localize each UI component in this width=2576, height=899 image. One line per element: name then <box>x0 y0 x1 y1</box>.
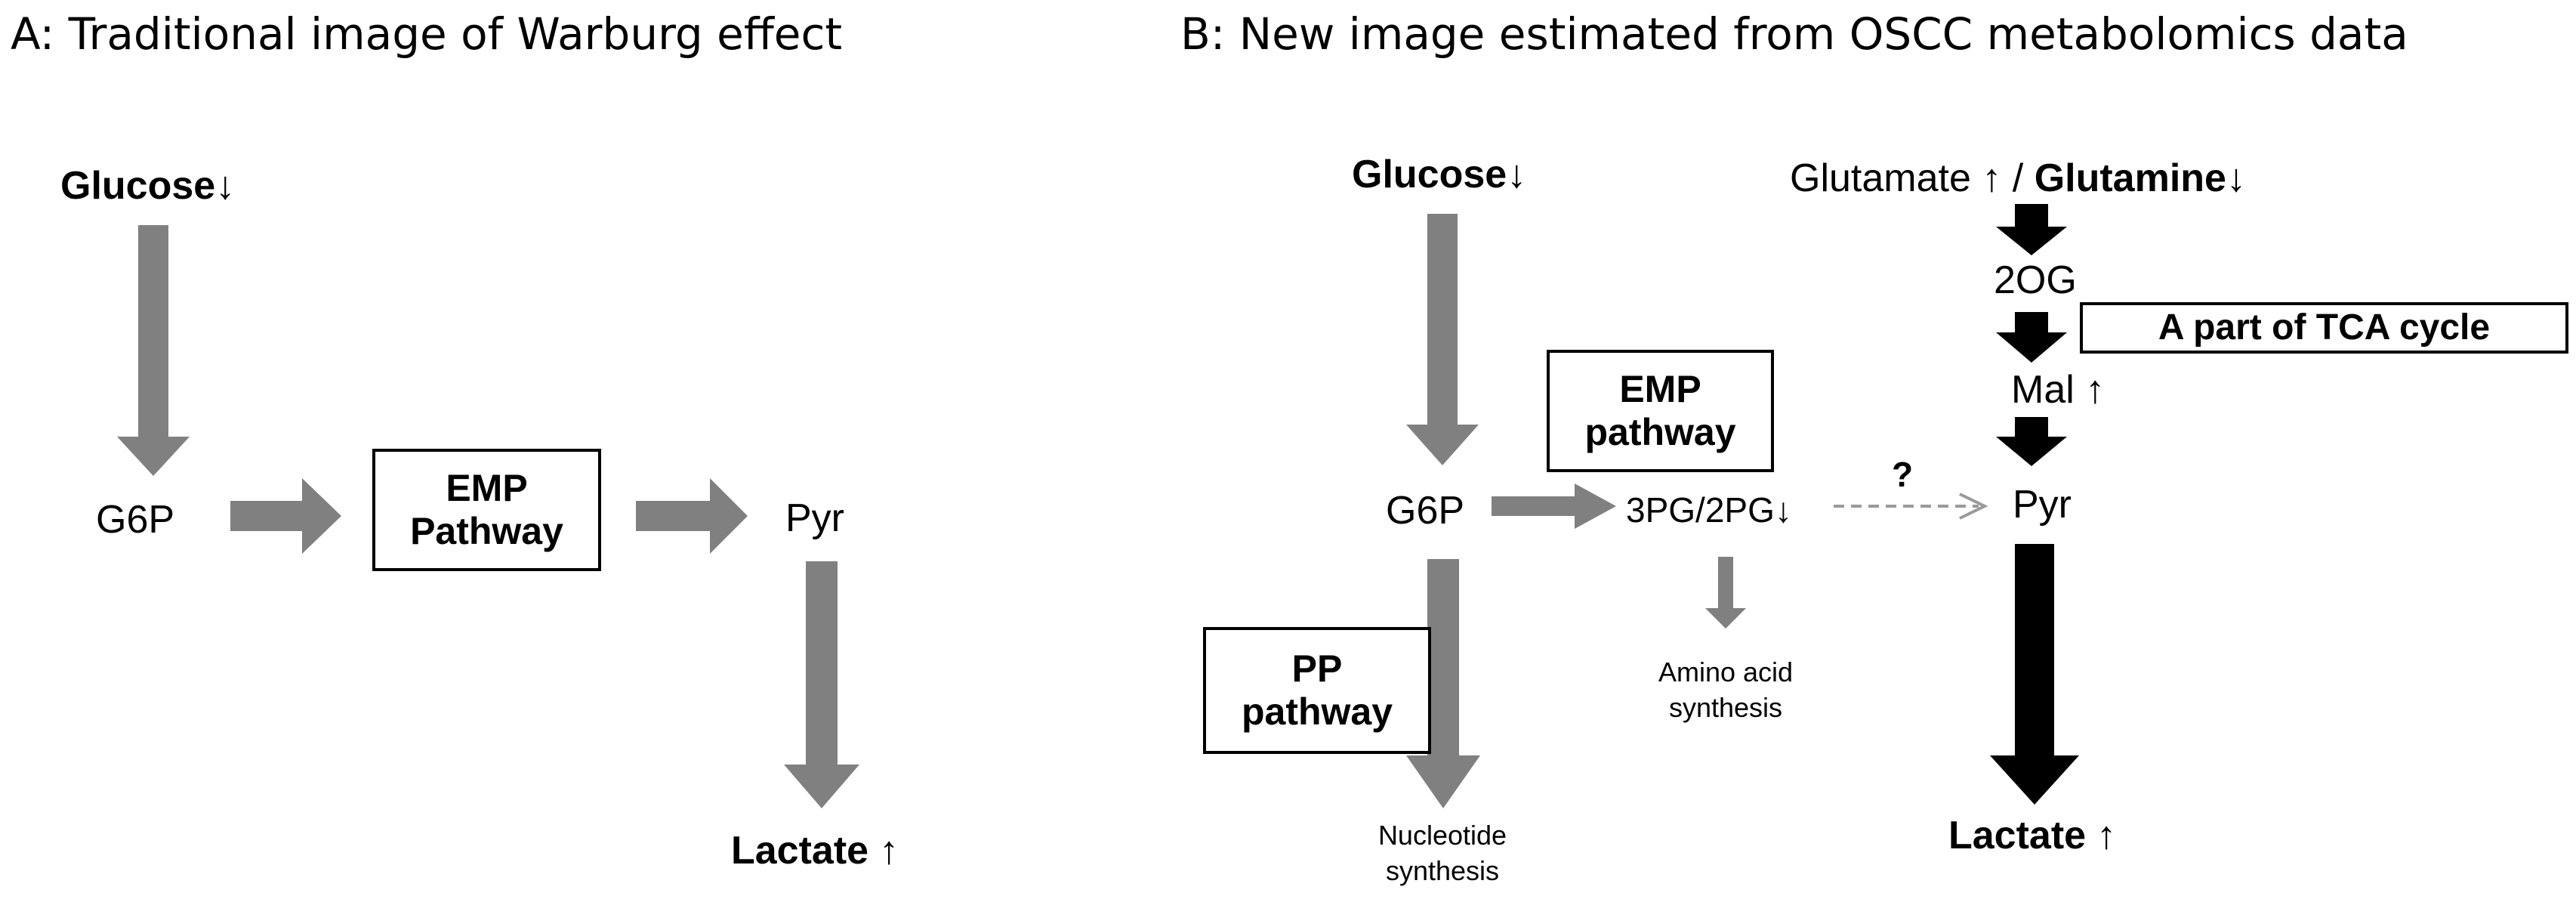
lactate-text: Lactate <box>1948 814 2087 857</box>
arrow-glucose-to-g6p-a <box>117 225 190 476</box>
3pg-2pg-text: 3PG/2PG <box>1626 490 1775 530</box>
down-arrow-glyph: ↓ <box>215 164 236 208</box>
arrow-pyr-to-lactate-b <box>1990 544 2079 805</box>
panel-b-3pg-2pg-label: 3PG/2PG↓ <box>1626 493 1792 527</box>
panel-b-glucose-label: Glucose↓ <box>1352 155 1526 194</box>
panel-b-nucleotide-synthesis-label: Nucleotide synthesis <box>1344 818 1541 889</box>
emp-box-line1: EMP <box>446 466 528 509</box>
panel-a-g6p-label: G6P <box>96 498 175 542</box>
amino-line1: Amino acid <box>1658 656 1794 687</box>
panel-b-pp-pathway-box: PP pathway <box>1203 627 1431 754</box>
panel-a-glucose-label: Glucose↓ <box>60 166 235 205</box>
emp-box-line2: Pathway <box>410 510 563 552</box>
arrow-g6p-to-3pg <box>1492 483 1616 529</box>
panel-b-g6p-label: G6P <box>1386 489 1465 533</box>
glucose-text: Glucose <box>1352 153 1507 196</box>
panel-b-question-mark: ? <box>1892 455 1914 494</box>
arrow-g6p-to-nucleotide <box>1406 559 1480 808</box>
panel-a-title: A: Traditional image of Warburg effect <box>11 8 843 60</box>
panel-b-amino-acid-synthesis-label: Amino acid synthesis <box>1631 655 1820 726</box>
tca-box-text: A part of TCA cycle <box>2158 307 2491 348</box>
arrow-g6p-to-emp-a <box>230 478 341 554</box>
panel-a-lactate-label: Lactate↑ <box>731 831 899 870</box>
panel-b-2og-label: 2OG <box>1994 258 2077 302</box>
amino-line2: synthesis <box>1668 691 1783 723</box>
glucose-text: Glucose <box>60 164 216 208</box>
arrow-pyr-to-lactate-a <box>784 561 859 808</box>
arrow-3pg-to-amino <box>1705 557 1746 629</box>
emp-box-line1: EMP <box>1619 367 1701 410</box>
panel-a-pyr-label: Pyr <box>785 496 844 540</box>
up-arrow-glyph: ↑ <box>879 829 899 873</box>
panel-b-glutamate-glutamine-label: Glutamate ↑ / Glutamine↓ <box>1790 159 2246 198</box>
pp-box-line2: pathway <box>1241 690 1393 733</box>
panel-b-lactate-label: Lactate↑ <box>1948 816 2116 855</box>
down-arrow-glyph: ↓ <box>1774 490 1792 530</box>
glutamine-text: Glutamine <box>2034 156 2226 200</box>
nucleotide-line2: synthesis <box>1385 854 1500 886</box>
down-arrow-glyph: ↓ <box>2226 156 2246 200</box>
glutamate-text: Glutamate ↑ / <box>1790 156 2035 200</box>
panel-a-emp-pathway-box: EMP Pathway <box>372 449 601 571</box>
arrow-glucose-to-g6p-b <box>1406 214 1479 465</box>
up-arrow-glyph: ↑ <box>2096 814 2117 857</box>
panel-b-tca-cycle-box: A part of TCA cycle <box>2080 302 2568 354</box>
panel-b-title: B: New image estimated from OSCC metabol… <box>1180 8 2408 60</box>
down-arrow-glyph: ↓ <box>1507 153 1527 196</box>
pp-box-line1: PP <box>1291 647 1343 690</box>
emp-box-line2: pathway <box>1584 411 1736 453</box>
lactate-text: Lactate <box>731 829 869 873</box>
arrow-glutamine-to-2og <box>1996 204 2067 255</box>
nucleotide-line1: Nucleotide <box>1377 820 1507 851</box>
panel-b-emp-pathway-box: EMP pathway <box>1547 350 1774 472</box>
panel-b-mal-label: Mal ↑ <box>2011 368 2106 412</box>
arrow-emp-to-pyr-a <box>636 478 748 554</box>
panel-b-pyr-label: Pyr <box>2013 483 2072 527</box>
arrow-3pg-to-pyr-head <box>1959 493 1988 520</box>
arrow-mal-to-pyr <box>1996 417 2067 466</box>
arrow-2og-to-mal <box>1996 312 2067 363</box>
